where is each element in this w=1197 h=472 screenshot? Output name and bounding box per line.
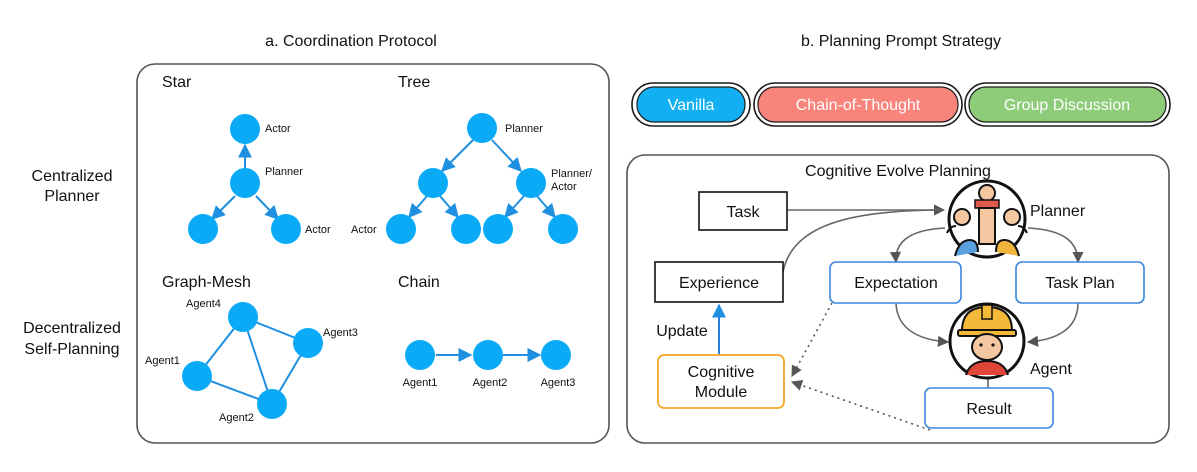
tree-label-planner: Planner (505, 123, 543, 135)
star-node-actor-right (271, 214, 301, 244)
experience-label: Experience (679, 275, 759, 292)
tree-label-actor-leaf: Actor (351, 224, 377, 236)
edge-planner-expectation (889, 227, 946, 264)
tree-node-leaf2 (451, 214, 481, 244)
tree-label-planner-actor-line2: Actor (551, 181, 577, 193)
chain-node-agent1 (405, 340, 435, 370)
cep-title: Cognitive Evolve Planning (805, 163, 991, 180)
row-label-centralized-line2: Planner (44, 188, 100, 205)
tree-edge-root-right (491, 139, 522, 173)
edge-planner-taskplan (1027, 227, 1084, 264)
tree-edge-right-leaf1 (504, 195, 525, 219)
mesh-label-agent4: Agent4 (186, 298, 221, 310)
star-node-actor-left (188, 214, 218, 244)
chain-label-agent1: Agent1 (403, 377, 438, 389)
agent-icon (948, 302, 1026, 380)
experience-box (654, 261, 784, 303)
chain-label-agent3: Agent3 (541, 377, 576, 389)
chain-label-agent2: Agent2 (473, 377, 508, 389)
edge-experience-planner (782, 209, 945, 273)
star-edge-planner-actor-left (211, 195, 236, 220)
task-box (698, 191, 788, 231)
mesh-node-agent3 (293, 328, 323, 358)
tree-title: Tree (398, 74, 430, 91)
star-topology: Star Actor Planner Actor (162, 74, 331, 244)
tree-node-mid-left (418, 168, 448, 198)
tree-edge-left-leaf2 (439, 195, 459, 219)
tree-edge-root-left (441, 139, 474, 172)
chain-node-agent3 (541, 340, 571, 370)
cognitive-module-box (657, 354, 785, 409)
cep-frame (626, 154, 1170, 444)
pill-cot-label: Chain-of-Thought (796, 97, 921, 114)
task-plan-label: Task Plan (1045, 275, 1114, 292)
planner-label: Planner (1030, 203, 1086, 220)
planner-icon (946, 179, 1028, 259)
star-edge-planner-actor-right (255, 195, 279, 221)
chain-title: Chain (398, 274, 440, 291)
graph-mesh-topology: Graph-Mesh Agent4 Agent3 Agent1 Agent2 (145, 274, 358, 424)
chain-node-agent2 (473, 340, 503, 370)
pill-cot (757, 86, 959, 123)
pill-group-label: Group Discussion (1004, 97, 1130, 114)
star-label-planner: Planner (265, 166, 303, 178)
star-title: Star (162, 74, 192, 91)
result-label: Result (966, 401, 1012, 418)
task-label: Task (727, 204, 761, 221)
tree-node-root (467, 113, 497, 143)
tree-label-planner-actor-line1: Planner/ (551, 168, 593, 180)
mesh-label-agent1: Agent1 (145, 355, 180, 367)
star-node-planner (230, 168, 260, 198)
tree-node-leaf3 (483, 214, 513, 244)
chain-topology: Chain Agent1 Agent2 Agent3 (398, 274, 575, 389)
expectation-label: Expectation (854, 275, 938, 292)
pill-vanilla (636, 86, 746, 123)
tree-node-mid-right (516, 168, 546, 198)
mesh-node-agent1 (182, 361, 212, 391)
edge-expectation-module (791, 302, 833, 377)
row-label-decentralized-line2: Self-Planning (24, 341, 119, 358)
edge-expectation-agent (895, 302, 950, 347)
cognitive-module-line1: Cognitive (688, 364, 755, 381)
row-label-decentralized-line1: Decentralized (23, 320, 121, 337)
strategy-pills: Vanilla Chain-of-Thought Group Discussio… (631, 82, 1171, 127)
edge-taskplan-agent (1026, 302, 1079, 347)
result-box (924, 387, 1054, 429)
update-label: Update (656, 323, 708, 340)
cognitive-module-line2: Module (695, 384, 748, 401)
pill-vanilla-label: Vanilla (668, 97, 715, 114)
tree-edge-right-leaf2 (536, 195, 556, 219)
mesh-node-agent2 (257, 389, 287, 419)
coordination-protocol-frame (136, 63, 610, 444)
tree-node-leaf1 (386, 214, 416, 244)
left-panel-title: a. Coordination Protocol (265, 33, 437, 50)
edge-result-module (790, 380, 931, 431)
agent-label: Agent (1030, 361, 1072, 378)
task-plan-box (1015, 261, 1145, 304)
mesh-edge-4-2 (242, 316, 273, 405)
tree-topology: Tree Planner Planner/ Actor Actor (351, 74, 593, 244)
mesh-label-agent3: Agent3 (323, 327, 358, 339)
row-label-centralized-line1: Centralized (32, 168, 113, 185)
right-panel-title: b. Planning Prompt Strategy (801, 33, 1001, 50)
star-label-actor-right: Actor (305, 224, 331, 236)
star-node-actor-top (230, 114, 260, 144)
star-label-actor-top: Actor (265, 123, 291, 135)
tree-node-leaf4 (548, 214, 578, 244)
tree-edge-left-leaf1 (408, 195, 428, 219)
mesh-node-agent4 (228, 302, 258, 332)
mesh-label-agent2: Agent2 (219, 412, 254, 424)
expectation-box (829, 261, 962, 304)
pill-group (968, 86, 1167, 123)
graph-mesh-title: Graph-Mesh (162, 274, 251, 291)
